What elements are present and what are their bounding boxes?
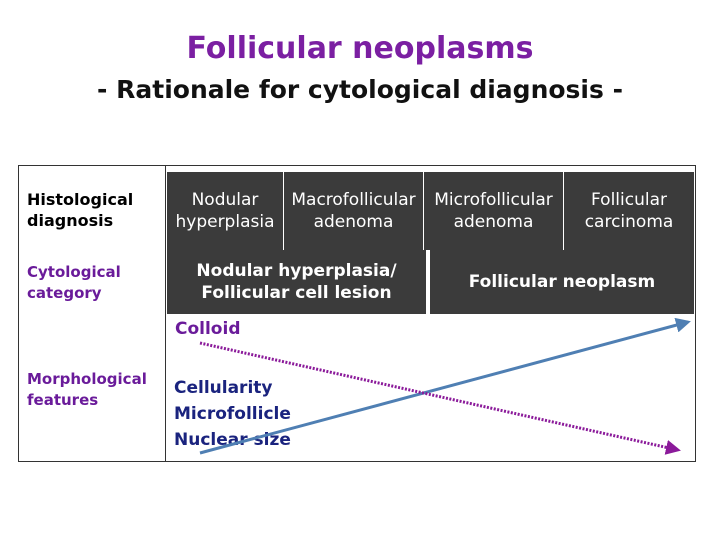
cell-follicular-carcinoma: Follicular carcinoma xyxy=(564,172,694,250)
page-subtitle: - Rationale for cytological diagnosis - xyxy=(97,75,623,104)
cell-nodular-hyperplasia: Nodular hyperplasia xyxy=(167,172,284,250)
cell-microfollicular-adenoma: Microfollicular adenoma xyxy=(424,172,564,250)
morphological-features-label: Morphological features xyxy=(27,370,147,409)
colloid-label: Colloid xyxy=(175,319,241,339)
page-title: Follicular neoplasms xyxy=(186,31,534,66)
histological-diagnosis-label: Histological diagnosis xyxy=(27,190,134,230)
cell-nodular-hyperplasia-follicular-cell-lesion: Nodular hyperplasia/ Follicular cell les… xyxy=(167,250,427,314)
cell-follicular-neoplasm: Follicular neoplasm xyxy=(430,250,694,314)
cell-macrofollicular-adenoma: Macrofollicular adenoma xyxy=(284,172,424,250)
feature-nuclear-size: Nuclear size xyxy=(174,430,291,450)
feature-cellularity: Cellularity xyxy=(174,378,273,398)
table-divider xyxy=(165,165,166,462)
feature-microfollicle: Microfollicle xyxy=(174,404,291,424)
features-list: Cellularity Microfollicle Nuclear size xyxy=(174,375,291,453)
cytological-category-label: Cytological category xyxy=(27,263,121,302)
